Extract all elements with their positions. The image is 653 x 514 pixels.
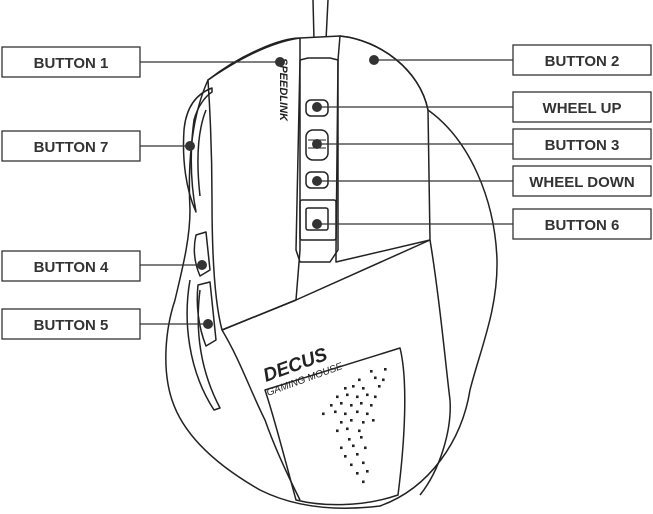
led-dot bbox=[356, 410, 359, 414]
side-logo-text: SPEEDLINK bbox=[277, 58, 289, 122]
led-dot bbox=[362, 480, 365, 484]
thumb-rest-contour bbox=[186, 279, 221, 411]
mouse-cable bbox=[312, 0, 329, 41]
button-7-rail[interactable] bbox=[182, 87, 213, 213]
label-button-7-text: BUTTON 7 bbox=[34, 139, 109, 156]
label-button-1-text: BUTTON 1 bbox=[34, 55, 109, 72]
button-6-frame bbox=[299, 199, 337, 241]
led-dot bbox=[366, 412, 369, 416]
led-dot bbox=[350, 463, 353, 467]
label-button-6-text: BUTTON 6 bbox=[545, 217, 620, 234]
label-button-5: BUTTON 5 bbox=[1, 308, 213, 340]
rear-led-panel bbox=[264, 347, 406, 506]
led-dot bbox=[364, 446, 367, 450]
led-dot bbox=[366, 470, 369, 473]
led-dot bbox=[346, 393, 349, 397]
led-dot bbox=[334, 410, 337, 414]
led-dot bbox=[350, 404, 353, 407]
left-button-panel bbox=[207, 37, 301, 331]
label-button-4-text: BUTTON 4 bbox=[34, 259, 109, 276]
side-rail-inner bbox=[197, 109, 207, 197]
led-dot bbox=[374, 376, 377, 380]
label-button-3-text: BUTTON 3 bbox=[545, 137, 620, 154]
palm-division-line bbox=[221, 239, 431, 331]
led-dot bbox=[336, 429, 339, 433]
led-dot bbox=[356, 395, 359, 399]
label-button-2: BUTTON 2 bbox=[369, 44, 652, 76]
palm-lower-contour bbox=[221, 329, 301, 501]
led-dot bbox=[372, 419, 375, 422]
led-dot bbox=[352, 385, 355, 388]
button-5-thumb[interactable] bbox=[196, 281, 217, 347]
led-dot bbox=[330, 404, 333, 407]
led-dot bbox=[344, 387, 347, 390]
led-dot bbox=[344, 455, 347, 458]
label-button-5-text: BUTTON 5 bbox=[34, 317, 109, 334]
label-button-3: BUTTON 3 bbox=[312, 128, 652, 160]
palm-right-contour bbox=[419, 239, 451, 496]
led-dot bbox=[356, 453, 359, 456]
label-button-2-text: BUTTON 2 bbox=[545, 53, 620, 70]
led-dot bbox=[370, 404, 373, 407]
led-dot bbox=[350, 419, 353, 422]
led-dot bbox=[340, 402, 343, 405]
led-dot bbox=[336, 395, 339, 399]
led-dot bbox=[366, 393, 369, 397]
led-dot bbox=[384, 368, 387, 371]
led-dot bbox=[358, 429, 361, 433]
led-dot bbox=[358, 378, 361, 382]
label-wheel-down-text: WHEEL DOWN bbox=[529, 174, 635, 191]
label-button-4: BUTTON 4 bbox=[1, 250, 207, 282]
led-dot bbox=[340, 446, 343, 450]
label-button-1: BUTTON 1 bbox=[1, 46, 285, 78]
led-dot bbox=[356, 472, 359, 475]
led-dot bbox=[378, 385, 381, 388]
led-dot bbox=[346, 427, 349, 431]
led-dot-matrix bbox=[322, 368, 387, 484]
led-dot bbox=[322, 412, 325, 416]
led-dot bbox=[352, 444, 355, 448]
label-wheel-up: WHEEL UP bbox=[312, 91, 652, 123]
led-dot bbox=[374, 395, 377, 399]
label-button-7: BUTTON 7 bbox=[1, 130, 195, 162]
led-dot bbox=[348, 438, 351, 441]
led-dot bbox=[344, 412, 347, 416]
led-dot bbox=[362, 461, 365, 465]
center-channel bbox=[295, 57, 339, 263]
mouse-illustration: SPEEDLINK DECUS GAMING MOUSE bbox=[165, 0, 498, 509]
label-button-6: BUTTON 6 bbox=[312, 208, 652, 240]
led-dot bbox=[362, 421, 365, 424]
label-wheel-up-text: WHEEL UP bbox=[543, 100, 622, 117]
right-button-panel bbox=[335, 35, 431, 263]
led-dot bbox=[340, 421, 343, 424]
label-wheel-down: WHEEL DOWN bbox=[312, 165, 652, 197]
led-dot bbox=[370, 370, 373, 373]
led-dot bbox=[360, 436, 363, 439]
led-dot bbox=[362, 387, 365, 390]
led-dot bbox=[360, 402, 363, 405]
led-dot bbox=[382, 378, 385, 382]
